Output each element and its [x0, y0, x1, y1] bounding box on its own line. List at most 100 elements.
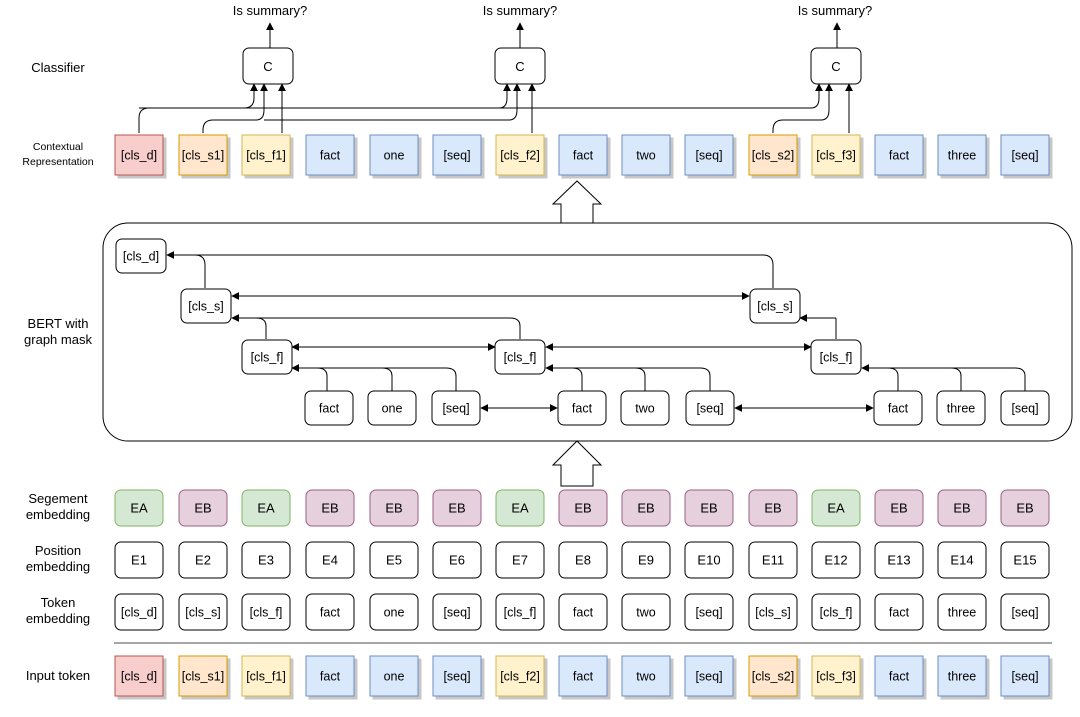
- contextual-token-label: three: [948, 149, 977, 163]
- graph-fact-node-label: [cls_f]: [820, 351, 853, 365]
- position-embedding: E7: [495, 541, 545, 579]
- graph-word-node: three: [936, 390, 986, 426]
- word-to-fact-edge: [862, 367, 1026, 392]
- contextual-token: [cls_f2]: [495, 134, 545, 176]
- token-embedding: [seq]: [1000, 593, 1050, 631]
- position-embedding: E12: [811, 541, 861, 579]
- segment-embedding-label: EB: [637, 501, 654, 516]
- position-embedding-label: E13: [887, 553, 910, 568]
- position-embedding-box: [621, 541, 671, 579]
- position-embedding-label: E2: [195, 553, 211, 568]
- segment-embedding-label: EB: [1016, 501, 1033, 516]
- contextual-token-label: [seq]: [1011, 149, 1038, 163]
- segment-embedding-label: EB: [890, 501, 907, 516]
- contextual-token-box: [178, 134, 228, 176]
- contextual-token-box: [874, 134, 924, 176]
- token-embedding-box: [178, 593, 228, 631]
- token-embedding: [cls_s]: [178, 593, 228, 631]
- position-embedding-box: [1000, 541, 1050, 579]
- contextual-token-box: [369, 134, 419, 176]
- graph-doc-node-box: [115, 238, 167, 274]
- contextual-token: fact: [305, 134, 355, 176]
- token-embedding: fact: [558, 593, 608, 631]
- graph-word-node: [seq]: [1000, 390, 1050, 426]
- contextual-token-label: [cls_s1]: [182, 149, 224, 163]
- position-embedding-label: E10: [697, 553, 720, 568]
- token-embedding-box: [241, 593, 291, 631]
- contextual-token-box: [114, 134, 164, 176]
- token-embedding: [cls_d]: [114, 593, 164, 631]
- input-token-label: [seq]: [443, 670, 470, 684]
- graph-sent-node: [cls_s]: [180, 288, 232, 324]
- segment-embedding-label: EB: [574, 501, 591, 516]
- contextual-label-line2: Representation: [22, 156, 93, 168]
- segment-embedding: EB: [305, 489, 355, 527]
- contextual-token: fact: [558, 134, 608, 176]
- word-to-fact-edge: [862, 367, 962, 392]
- segment-embedding: EA: [241, 489, 291, 527]
- contextual-token-label: one: [384, 149, 405, 163]
- position-embedding-box: [811, 541, 861, 579]
- segment-embedding-label: EB: [194, 501, 211, 516]
- position-embedding: E14: [937, 541, 987, 579]
- segment-embedding-label: EB: [321, 501, 338, 516]
- token-embedding-label: [cls_f]: [250, 606, 283, 620]
- segment-embedding-box: [369, 489, 419, 527]
- position-embedding-box: [369, 541, 419, 579]
- position-label-line2: embedding: [26, 559, 90, 574]
- contextual-token-box: [684, 134, 734, 176]
- token-embedding: fact: [305, 593, 355, 631]
- position-embedding: E4: [305, 541, 355, 579]
- graph-word-node-label: two: [635, 402, 655, 416]
- token-embedding-label: [seq]: [695, 606, 722, 620]
- token-embedding-box: [369, 593, 419, 631]
- graph-sent-node-box: [749, 288, 801, 324]
- classifier-output-label: Is summary?: [233, 3, 307, 18]
- position-embedding-box: [305, 541, 355, 579]
- input-token: two: [621, 655, 671, 697]
- token-embedding-label: [cls_s]: [755, 606, 790, 620]
- token-embedding-box: [874, 593, 924, 631]
- graph-fact-node-box: [494, 339, 546, 375]
- position-embedding-box: [432, 541, 482, 579]
- input-token: [cls_f3]: [811, 655, 861, 697]
- token-embedding-label: fact: [320, 606, 341, 620]
- sent2-to-classifier-3: [772, 83, 833, 133]
- graph-word-node: one: [367, 390, 417, 426]
- token-embedding-box: [811, 593, 861, 631]
- input-token: [seq]: [684, 655, 734, 697]
- position-embedding: E8: [558, 541, 608, 579]
- word-to-fact-edge: [545, 364, 583, 392]
- classifier-label: Classifier: [31, 60, 85, 75]
- graph-nodes: [cls_d][cls_s][cls_s][cls_f][cls_f][cls_…: [115, 238, 1050, 426]
- graph-word-node-label: fact: [572, 402, 593, 416]
- graph-word-node: fact: [304, 390, 354, 426]
- word-to-fact-edge: [292, 367, 393, 392]
- doc-to-classifier-2: [139, 83, 511, 109]
- graph-word-node-box: [367, 390, 417, 426]
- position-embedding-box: [874, 541, 924, 579]
- graph-edges: [166, 251, 1026, 412]
- position-embedding-label: E6: [449, 553, 465, 568]
- input-token-label: [cls_f2]: [500, 670, 540, 684]
- input-token-box: [748, 655, 798, 697]
- word-to-fact-edge: [546, 367, 711, 392]
- input-token: fact: [558, 655, 608, 697]
- token-label-line1: Token: [41, 595, 76, 610]
- position-label-line1: Position: [35, 543, 81, 558]
- input-token: [seq]: [432, 655, 482, 697]
- segment-embedding: EB: [369, 489, 419, 527]
- token-embedding: [seq]: [684, 593, 734, 631]
- position-embedding-label: E3: [258, 553, 274, 568]
- input-token-box: [305, 655, 355, 697]
- input-token-box: [684, 655, 734, 697]
- graph-word-node: fact: [873, 390, 923, 426]
- word-to-fact-edge: [291, 364, 328, 392]
- input-token-box: [178, 655, 228, 697]
- bert-label-line1: BERT with: [28, 316, 89, 331]
- input-token-label: fact: [320, 670, 341, 684]
- segment-embedding-label: EA: [130, 501, 148, 516]
- input-token-box: [495, 655, 545, 697]
- position-embedding: E5: [369, 541, 419, 579]
